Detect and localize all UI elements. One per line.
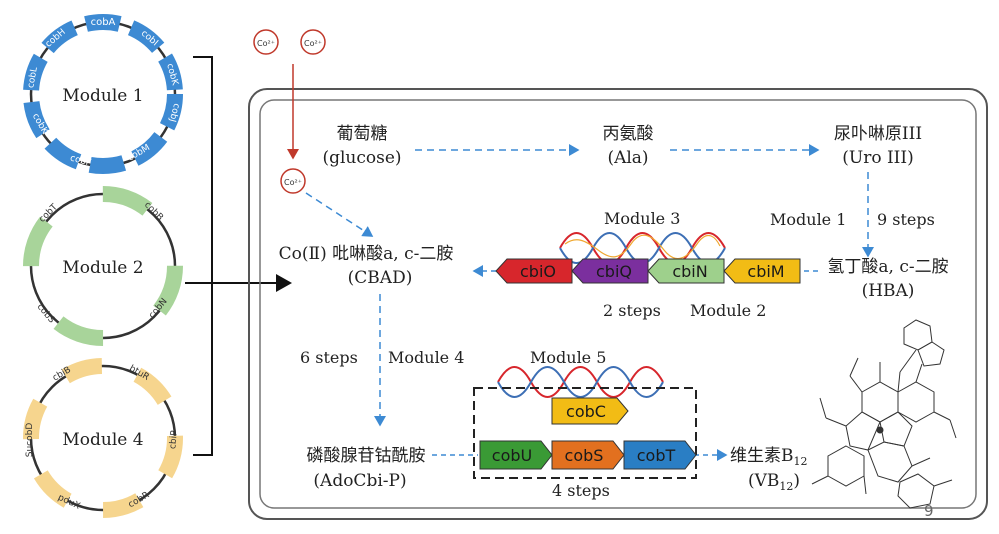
- plasmid-module-1: Module 1 cobA cobI cobK cobJ cobM cobF c…: [23, 14, 183, 174]
- co-to-cbad-arrow: [305, 192, 374, 237]
- gene-cobA: cobA: [91, 17, 116, 28]
- gene-arrow-cobS: [551, 440, 625, 470]
- node-ala-en: (Ala): [607, 148, 648, 168]
- node-uro-en: (Uro III): [842, 148, 914, 168]
- gene-arrow-cbiM: [723, 258, 801, 284]
- gene-label-cbiN: cbiN: [672, 262, 707, 281]
- node-hba-en: (HBA): [862, 281, 915, 301]
- co-ion-inner: Co²⁺: [280, 168, 306, 194]
- label-module4: Module 4: [388, 348, 464, 367]
- gene-label-cbiM: cbiM: [747, 262, 784, 281]
- node-uro-cn: 尿卟啉原III: [834, 124, 922, 144]
- cell-outline: [248, 88, 988, 520]
- gene-arrow-cbiN: [647, 258, 725, 284]
- gene-row-module5: cobC cobU cobS cobT: [479, 397, 697, 470]
- gene-arrow-cbiQ: [571, 258, 649, 284]
- module-4-label: Module 4: [62, 430, 143, 450]
- node-cbad-cn: Co(Ⅱ) 吡啉酸a, c-二胺: [279, 244, 454, 264]
- label-nine-steps: 9 steps: [877, 210, 935, 229]
- node-adocbi-en: (AdoCbi-P): [313, 471, 406, 491]
- module-2-label: Module 2: [62, 258, 143, 278]
- gene-arrow-cobT: [623, 440, 697, 470]
- gene-label-cobS: cobS: [565, 446, 604, 465]
- gene-cobL: cobL: [26, 66, 40, 89]
- label-module5: Module 5: [530, 348, 606, 367]
- gene-label-cobT: cobT: [637, 446, 676, 465]
- gene-arrow-cobU: [479, 440, 553, 470]
- module-bracket: [185, 56, 292, 456]
- node-adocbi-cn: 磷酸腺苷钴酰胺: [307, 446, 426, 466]
- gene-arrow-cbiO: [495, 258, 573, 284]
- gene-label-cobU: cobU: [492, 446, 532, 465]
- module5-box: [473, 387, 697, 479]
- svg-text:Co²⁺: Co²⁺: [304, 39, 322, 48]
- label-six-steps: 6 steps: [300, 348, 358, 367]
- gene-cbiP: cbiP: [168, 430, 180, 450]
- gene-cobJ: cobJ: [167, 102, 182, 123]
- gene-label-cobC: cobC: [566, 402, 606, 421]
- node-cbad-en: (CBAD): [348, 268, 413, 288]
- node-glucose-en: (glucose): [322, 148, 401, 168]
- node-vb12-cn: 维生素B12: [730, 446, 808, 468]
- svg-text:Co²⁺: Co²⁺: [284, 178, 302, 187]
- label-two-steps: 2 steps: [603, 301, 661, 320]
- svg-text:Co²⁺: Co²⁺: [257, 39, 275, 48]
- gene-row-module3: cbiO cbiQ cbiN cbiM: [495, 258, 801, 284]
- page-number: 9: [924, 502, 934, 520]
- node-hba-cn: 氢丁酸a, c-二胺: [827, 257, 948, 277]
- gene-label-cbiO: cbiO: [520, 262, 556, 281]
- label-module3: Module 3: [604, 209, 680, 228]
- gene-SucobD: SucobD: [25, 423, 35, 458]
- gene-arrow-cobC: [551, 397, 629, 425]
- node-ala-cn: 丙氨酸: [603, 124, 654, 144]
- node-vb12-en: (VB12): [748, 471, 800, 493]
- dna-helix-module5: [497, 366, 664, 398]
- plasmid-module-4: Module 4 btuR cbiP cobR pduX SucobD cbiB: [23, 358, 183, 518]
- gene-cobS: cobS: [35, 302, 57, 325]
- node-glucose-cn: 葡萄糖: [337, 124, 388, 144]
- vb12-structure: [811, 319, 957, 509]
- label-module2: Module 2: [690, 301, 766, 320]
- plasmid-module-2: Module 2 cobB cobN cobS cobT: [23, 186, 183, 346]
- module-1-label: Module 1: [62, 86, 143, 106]
- gene-cobT: cobT: [37, 202, 60, 225]
- label-module1-steps: Module 1: [770, 210, 846, 229]
- label-four-steps: 4 steps: [552, 481, 610, 500]
- co-ion-top: Co²⁺ Co²⁺: [253, 29, 326, 55]
- gene-label-cbiQ: cbiQ: [596, 262, 632, 281]
